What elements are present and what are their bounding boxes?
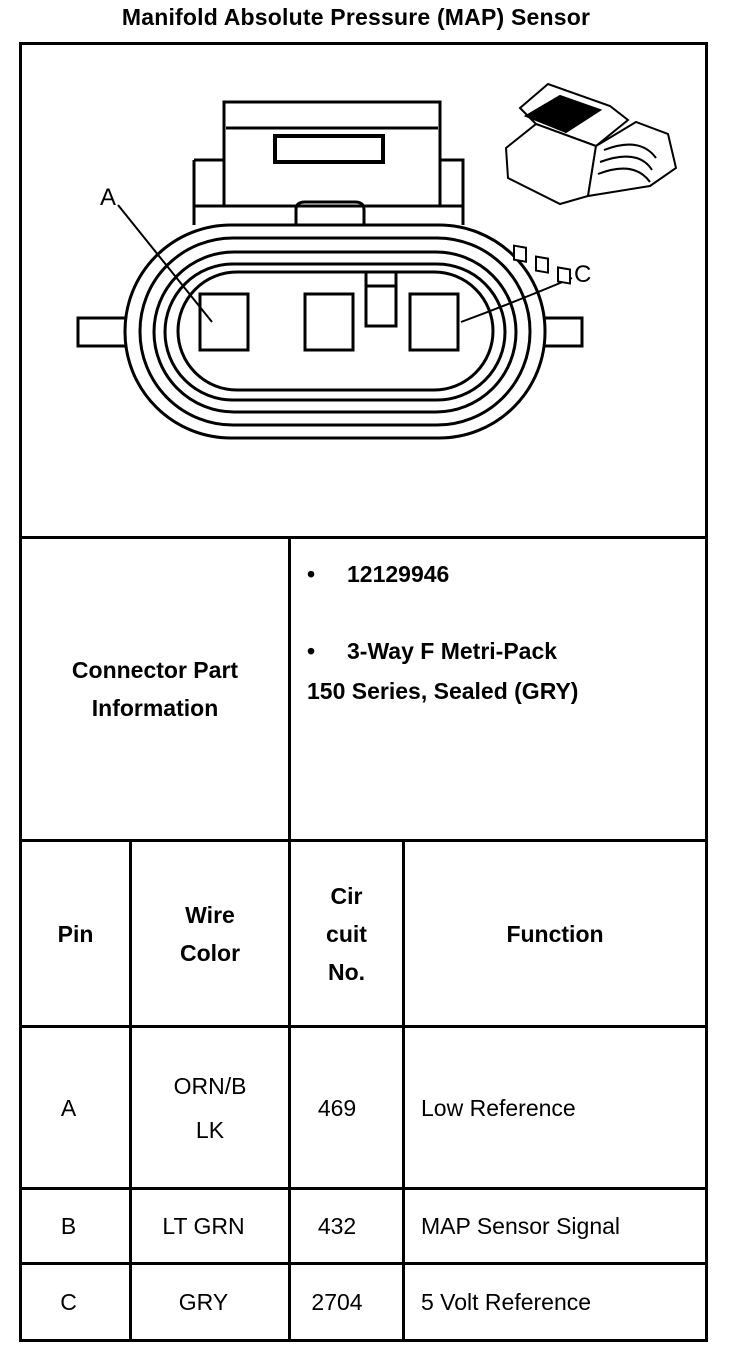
table-cell-circuit: 2704 xyxy=(311,1289,363,1315)
header-pin: Pin xyxy=(57,920,94,947)
table-cell-function: 5 Volt Reference xyxy=(421,1289,592,1315)
pin-label-c: C xyxy=(574,261,591,288)
table-cell-function: Low Reference xyxy=(421,1094,576,1121)
divider xyxy=(19,1262,708,1265)
table-cell-color: LT GRN xyxy=(162,1213,245,1239)
table-cell-function: MAP Sensor Signal xyxy=(421,1213,621,1239)
divider xyxy=(19,536,708,539)
bullet: • xyxy=(307,561,316,587)
connector-diagram: A C xyxy=(76,82,678,440)
table-cell-circuit: 432 xyxy=(317,1213,357,1239)
divider xyxy=(19,1025,708,1028)
table-cell-circuit: 469 xyxy=(317,1094,357,1121)
table-cell-color: ORN/B LK xyxy=(173,1072,247,1143)
divider xyxy=(288,536,291,1342)
header-circuit: Cir cuit No. xyxy=(326,882,367,985)
part-info-label: Connector Part Information xyxy=(71,657,239,721)
bullet: • xyxy=(307,638,316,664)
divider xyxy=(129,839,132,1342)
table-cell-pin: B xyxy=(60,1213,77,1239)
connector-photo-icon xyxy=(504,82,678,285)
page-title: Manifold Absolute Pressure (MAP) Sensor xyxy=(121,4,591,30)
table-cell-color: GRY xyxy=(178,1289,229,1315)
divider xyxy=(19,1187,708,1190)
table-cell-pin: C xyxy=(60,1289,77,1315)
divider xyxy=(402,839,405,1342)
table-cell-pin: A xyxy=(60,1094,77,1121)
table-frame xyxy=(19,42,708,1342)
part-info-item: •3-Way F Metri-Pack xyxy=(307,631,557,671)
part-info-item: •12129946 xyxy=(307,554,449,594)
pin-label-a: A xyxy=(100,184,116,211)
header-function: Function xyxy=(506,920,604,947)
divider xyxy=(19,839,708,842)
part-info-item-cont: 150 Series, Sealed (GRY) xyxy=(307,678,579,704)
header-wire-color: Wire Color xyxy=(179,901,241,966)
